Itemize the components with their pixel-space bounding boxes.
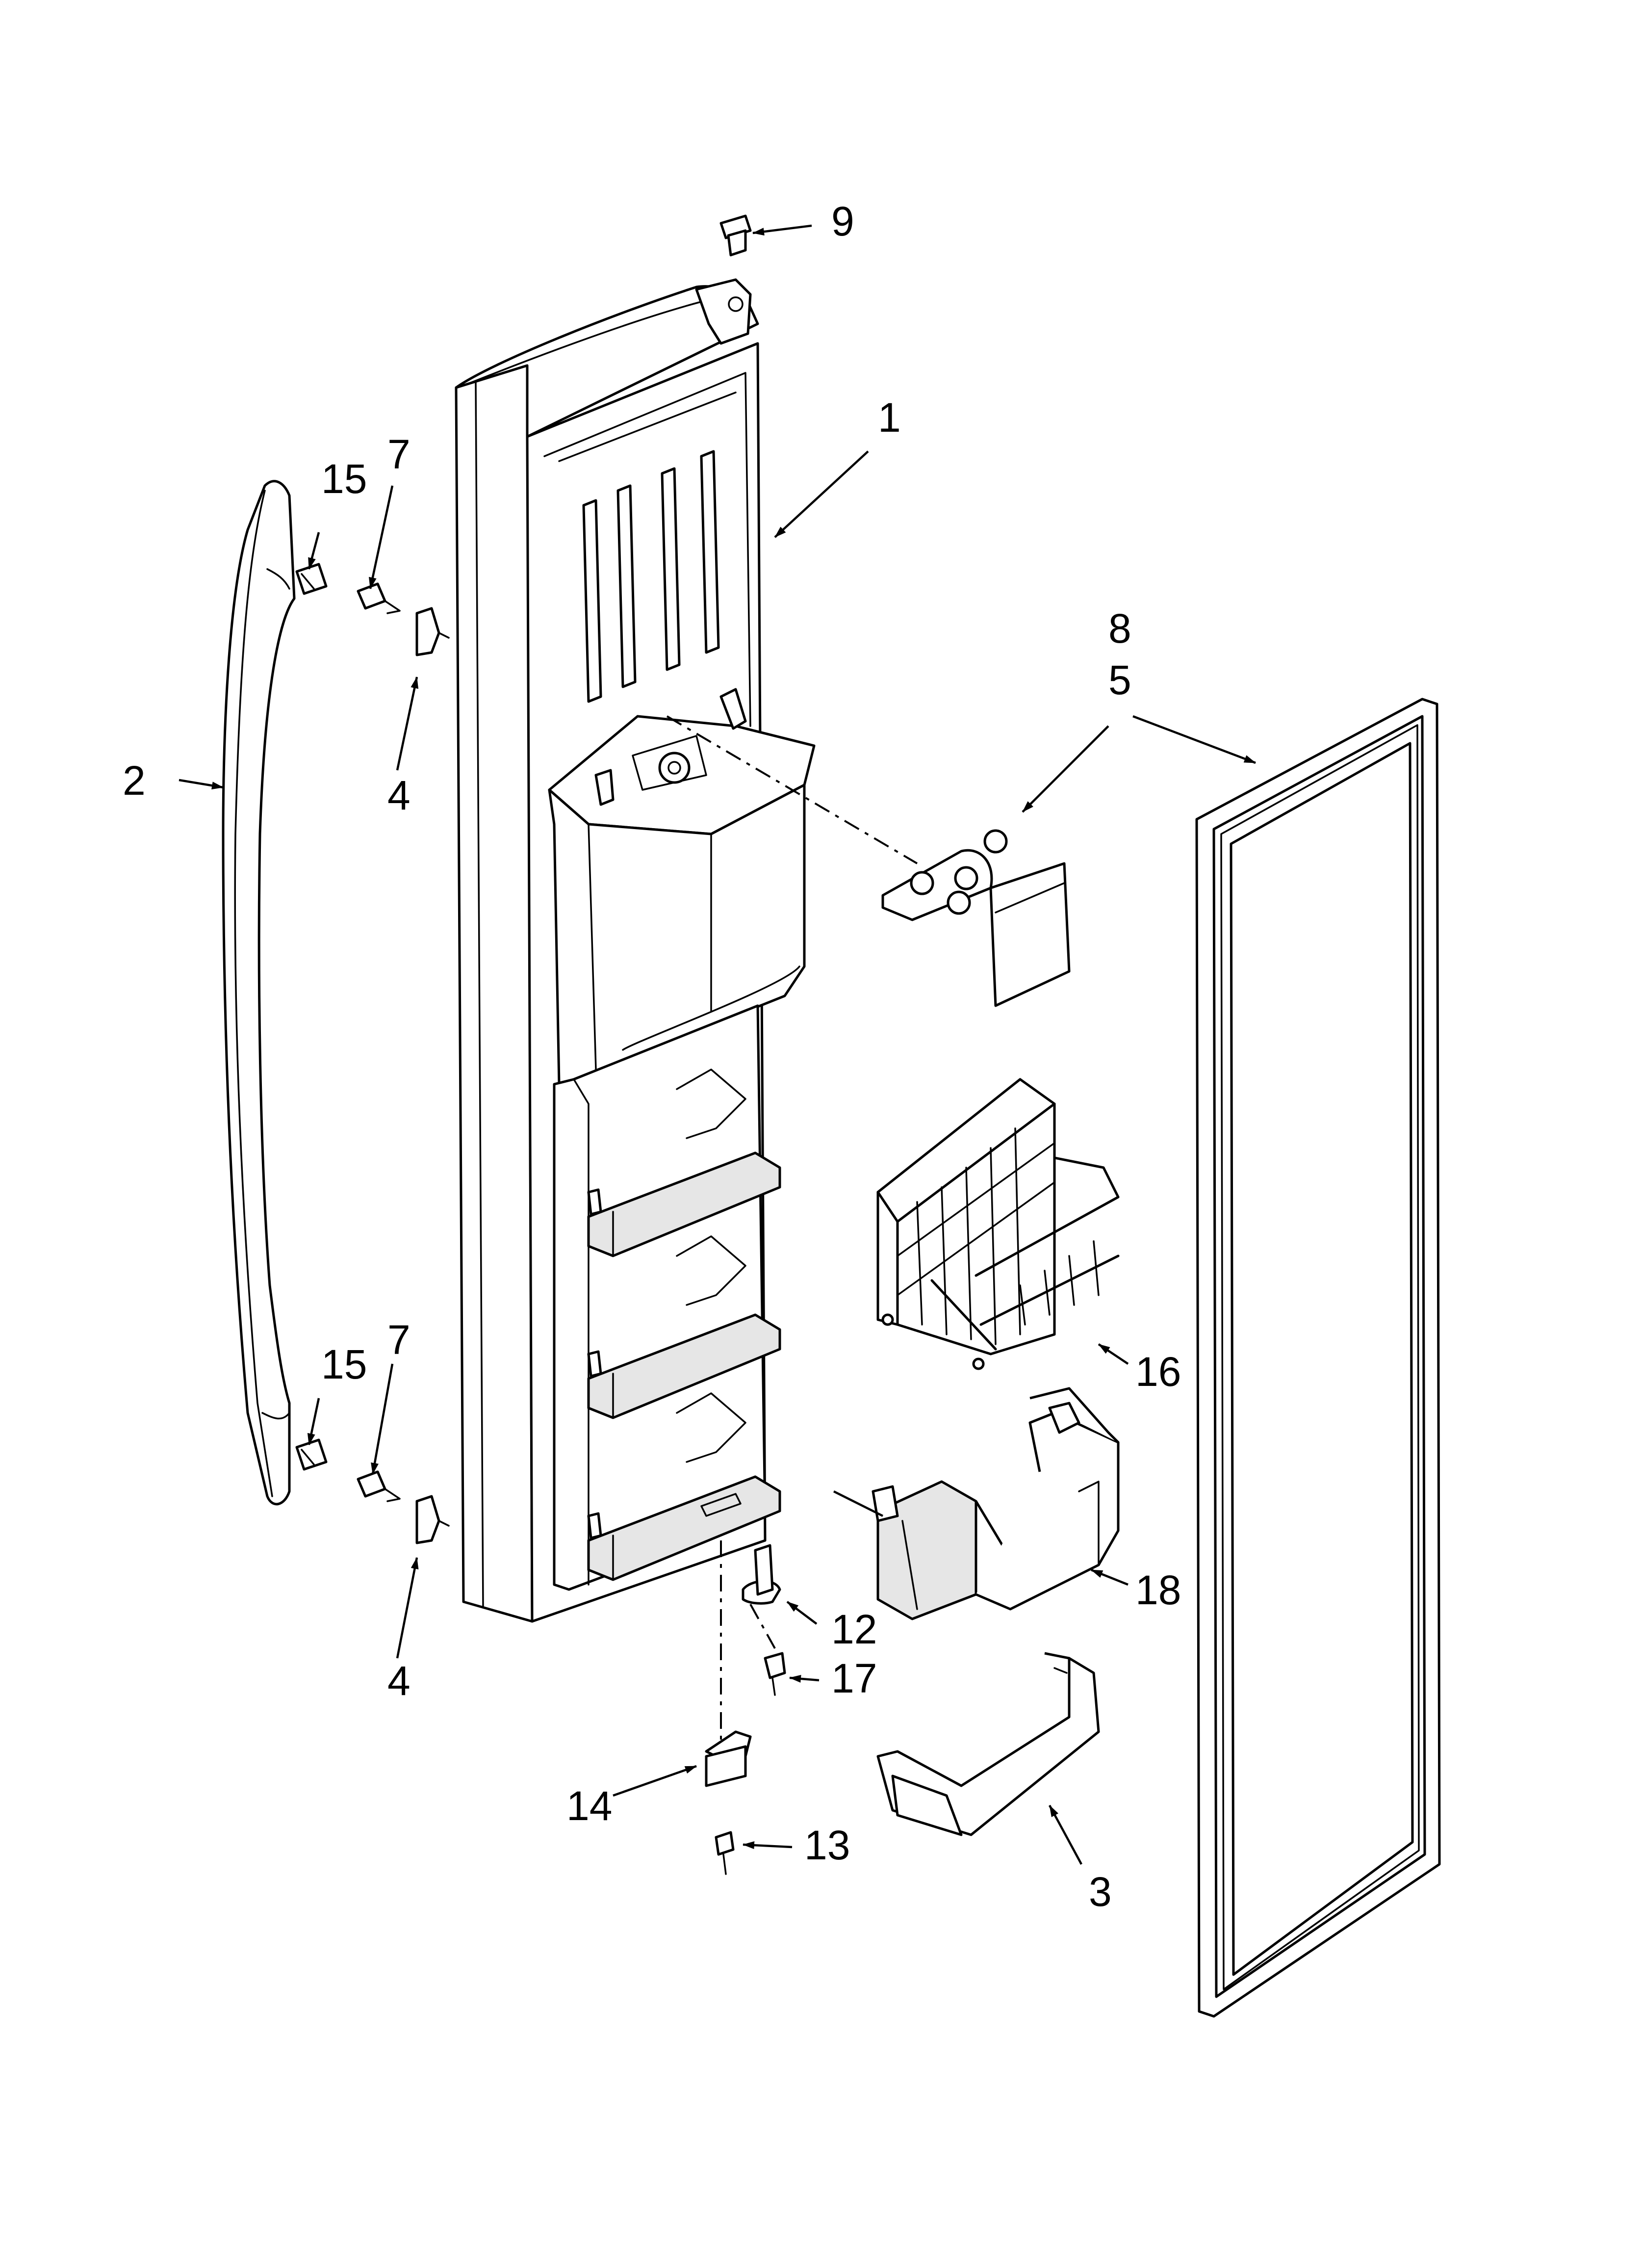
leader-7-upper xyxy=(368,485,394,589)
mounting-screw-lower xyxy=(357,1470,401,1502)
callout-13: 13 xyxy=(804,1822,850,1868)
bracket-screw xyxy=(764,1652,786,1696)
leader-4-upper xyxy=(396,677,419,771)
hinge-cover-plate xyxy=(881,829,1071,1007)
leader-15-upper xyxy=(308,532,320,570)
handle-clip-upper xyxy=(415,607,450,656)
leader-3 xyxy=(1049,1804,1082,1865)
leader-15-lower xyxy=(307,1398,320,1445)
callout-8: 8 xyxy=(1108,605,1131,652)
leader-14 xyxy=(613,1765,697,1797)
leader-18-tie xyxy=(833,1490,884,1517)
callout-3: 3 xyxy=(1089,1869,1112,1915)
callout-4-lower: 4 xyxy=(387,1658,410,1704)
mounting-screw-upper xyxy=(357,582,401,614)
callout-1: 1 xyxy=(878,394,901,441)
callout-17: 17 xyxy=(831,1655,877,1701)
leader-13 xyxy=(743,1841,793,1850)
leader-8 xyxy=(1132,715,1256,764)
freezer-door-panel xyxy=(455,278,816,1623)
callout-12: 12 xyxy=(831,1606,877,1652)
leader-16 xyxy=(1098,1343,1129,1365)
leader-2 xyxy=(179,779,224,790)
leader-1 xyxy=(774,450,869,538)
lower-hinge-pin xyxy=(742,1544,781,1605)
bin-holder xyxy=(872,1387,1120,1620)
lower-door-bin xyxy=(876,1652,1100,1836)
top-hinge-pin xyxy=(719,214,752,257)
callout-2: 2 xyxy=(123,757,146,804)
leader-9 xyxy=(752,224,812,236)
handle-bolt-lower xyxy=(295,1438,328,1471)
callout-15-upper: 15 xyxy=(321,456,367,502)
lower-hinge-bracket xyxy=(705,1730,752,1787)
callout-16: 16 xyxy=(1135,1349,1181,1395)
callout-7-upper: 7 xyxy=(387,431,410,477)
alignment-line-screw xyxy=(749,1604,776,1649)
leader-18 xyxy=(1091,1568,1129,1586)
callout-5: 5 xyxy=(1108,657,1131,703)
wire-basket xyxy=(876,1078,1120,1370)
leader-5 xyxy=(1022,725,1109,813)
door-gasket xyxy=(1195,698,1441,2018)
callout-18: 18 xyxy=(1135,1567,1181,1613)
leader-7-lower xyxy=(371,1363,394,1475)
alignment-line-plate xyxy=(666,715,918,864)
callout-7-lower: 7 xyxy=(387,1317,410,1363)
door-handle xyxy=(222,480,296,1506)
leader-4-lower xyxy=(396,1557,419,1659)
hinge-screw xyxy=(715,1831,735,1875)
leader-17 xyxy=(789,1674,820,1683)
callout-4-upper: 4 xyxy=(387,772,410,818)
leader-12 xyxy=(786,1601,818,1625)
callout-14: 14 xyxy=(566,1783,612,1829)
callout-15-lower: 15 xyxy=(321,1341,367,1387)
handle-bolt-upper xyxy=(295,563,328,595)
handle-clip-lower xyxy=(415,1495,450,1544)
callout-9: 9 xyxy=(831,198,854,244)
